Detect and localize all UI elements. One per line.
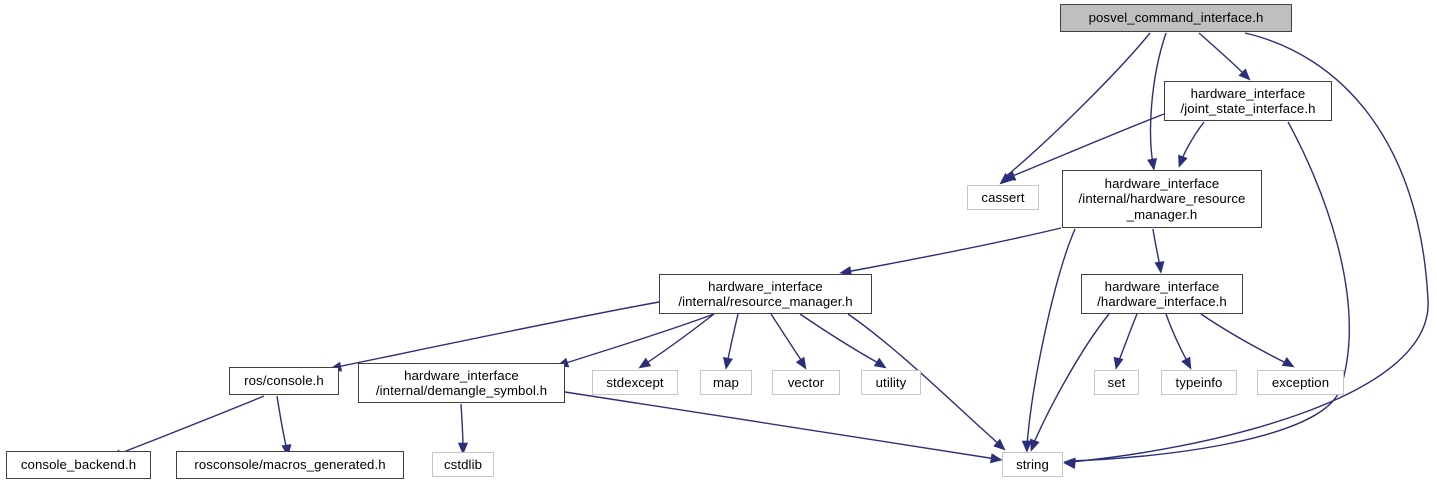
node-label-string: string <box>1016 456 1049 472</box>
node-typeinfo[interactable]: typeinfo <box>1161 370 1237 395</box>
node-label-vector: vector <box>787 374 825 390</box>
node-utility[interactable]: utility <box>861 370 921 395</box>
node-label-map: map <box>713 374 739 390</box>
node-ros_console[interactable]: ros/console.h <box>229 367 339 395</box>
node-cstdlib[interactable]: cstdlib <box>432 452 494 477</box>
edge-resource_manager-to-utility <box>799 313 887 369</box>
edge-joint_state_interface-to-cassert <box>1003 113 1165 181</box>
node-posvel_command_interface[interactable]: posvel_command_interface.h <box>1060 4 1292 32</box>
edge-hardware_interface-to-set <box>1113 313 1138 370</box>
node-stdexcept[interactable]: stdexcept <box>592 370 678 395</box>
node-label-posvel_command_interface: posvel_command_interface.h <box>1088 10 1264 26</box>
edge-joint_state_interface-to-hardware_resource_manager <box>1178 121 1205 168</box>
edge-resource_manager-to-string <box>847 313 1006 451</box>
edge-hardware_resource_manager-to-resource_manager <box>839 227 1062 277</box>
node-demangle_symbol[interactable]: hardware_interface /internal/demangle_sy… <box>358 363 565 403</box>
node-label-typeinfo: typeinfo <box>1175 374 1223 390</box>
node-label-ros_console: ros/console.h <box>244 373 324 389</box>
node-label-joint_state_interface: hardware_interface /joint_state_interfac… <box>1180 85 1316 116</box>
node-hardware_interface[interactable]: hardware_interface /hardware_interface.h <box>1081 274 1243 314</box>
node-map[interactable]: map <box>700 370 752 395</box>
edge-hardware_interface-to-exception <box>1200 313 1295 368</box>
node-joint_state_interface[interactable]: hardware_interface /joint_state_interfac… <box>1164 81 1332 121</box>
node-cassert[interactable]: cassert <box>967 185 1039 210</box>
node-label-console_backend: console_backend.h <box>20 457 137 473</box>
node-label-hardware_resource_manager: hardware_interface /internal/hardware_re… <box>1078 176 1246 222</box>
node-label-hardware_interface: hardware_interface /hardware_interface.h <box>1097 278 1227 309</box>
node-hardware_resource_manager[interactable]: hardware_interface /internal/hardware_re… <box>1062 170 1262 228</box>
node-console_backend[interactable]: console_backend.h <box>6 451 151 479</box>
edge-posvel_command_interface-to-cassert <box>999 32 1151 185</box>
node-vector[interactable]: vector <box>772 370 840 395</box>
node-label-cstdlib: cstdlib <box>443 456 483 472</box>
edge-hardware_interface-to-typeinfo <box>1165 313 1192 370</box>
edge-resource_manager-to-ros_console <box>329 301 660 372</box>
node-label-exception: exception <box>1271 374 1330 390</box>
node-label-rosconsole_macros_generated: rosconsole/macros_generated.h <box>194 457 386 473</box>
edge-resource_manager-to-map <box>722 313 739 370</box>
edge-hardware_interface-to-string <box>1030 313 1110 452</box>
node-label-utility: utility <box>875 374 907 390</box>
node-exception[interactable]: exception <box>1257 370 1344 395</box>
edge-resource_manager-to-vector <box>770 313 807 370</box>
node-label-resource_manager: hardware_interface /internal/resource_ma… <box>678 278 853 309</box>
node-label-set: set <box>1107 374 1126 390</box>
node-set[interactable]: set <box>1094 370 1139 395</box>
edge-hardware_resource_manager-to-hardware_interface <box>1152 228 1165 274</box>
edge-posvel_command_interface-to-joint_state_interface <box>1198 32 1251 81</box>
edge-ros_console-to-rosconsole_macros_generated <box>276 395 292 457</box>
node-resource_manager[interactable]: hardware_interface /internal/resource_ma… <box>659 274 872 314</box>
edge-ros_console-to-console_backend <box>109 395 265 459</box>
edge-resource_manager-to-stdexcept <box>638 313 715 369</box>
edge-posvel_command_interface-to-hardware_resource_manager <box>1147 32 1167 171</box>
edge-resource_manager-to-demangle_symbol <box>556 313 715 368</box>
node-rosconsole_macros_generated[interactable]: rosconsole/macros_generated.h <box>176 451 404 479</box>
node-string[interactable]: string <box>1002 452 1063 477</box>
node-label-stdexcept: stdexcept <box>606 374 664 390</box>
edge-demangle_symbol-to-cstdlib <box>457 403 469 455</box>
node-label-cassert: cassert <box>981 189 1025 205</box>
edge-demangle_symbol-to-string <box>564 391 1003 464</box>
edge-hardware_resource_manager-to-string <box>1021 228 1076 453</box>
node-label-demangle_symbol: hardware_interface /internal/demangle_sy… <box>375 367 548 398</box>
